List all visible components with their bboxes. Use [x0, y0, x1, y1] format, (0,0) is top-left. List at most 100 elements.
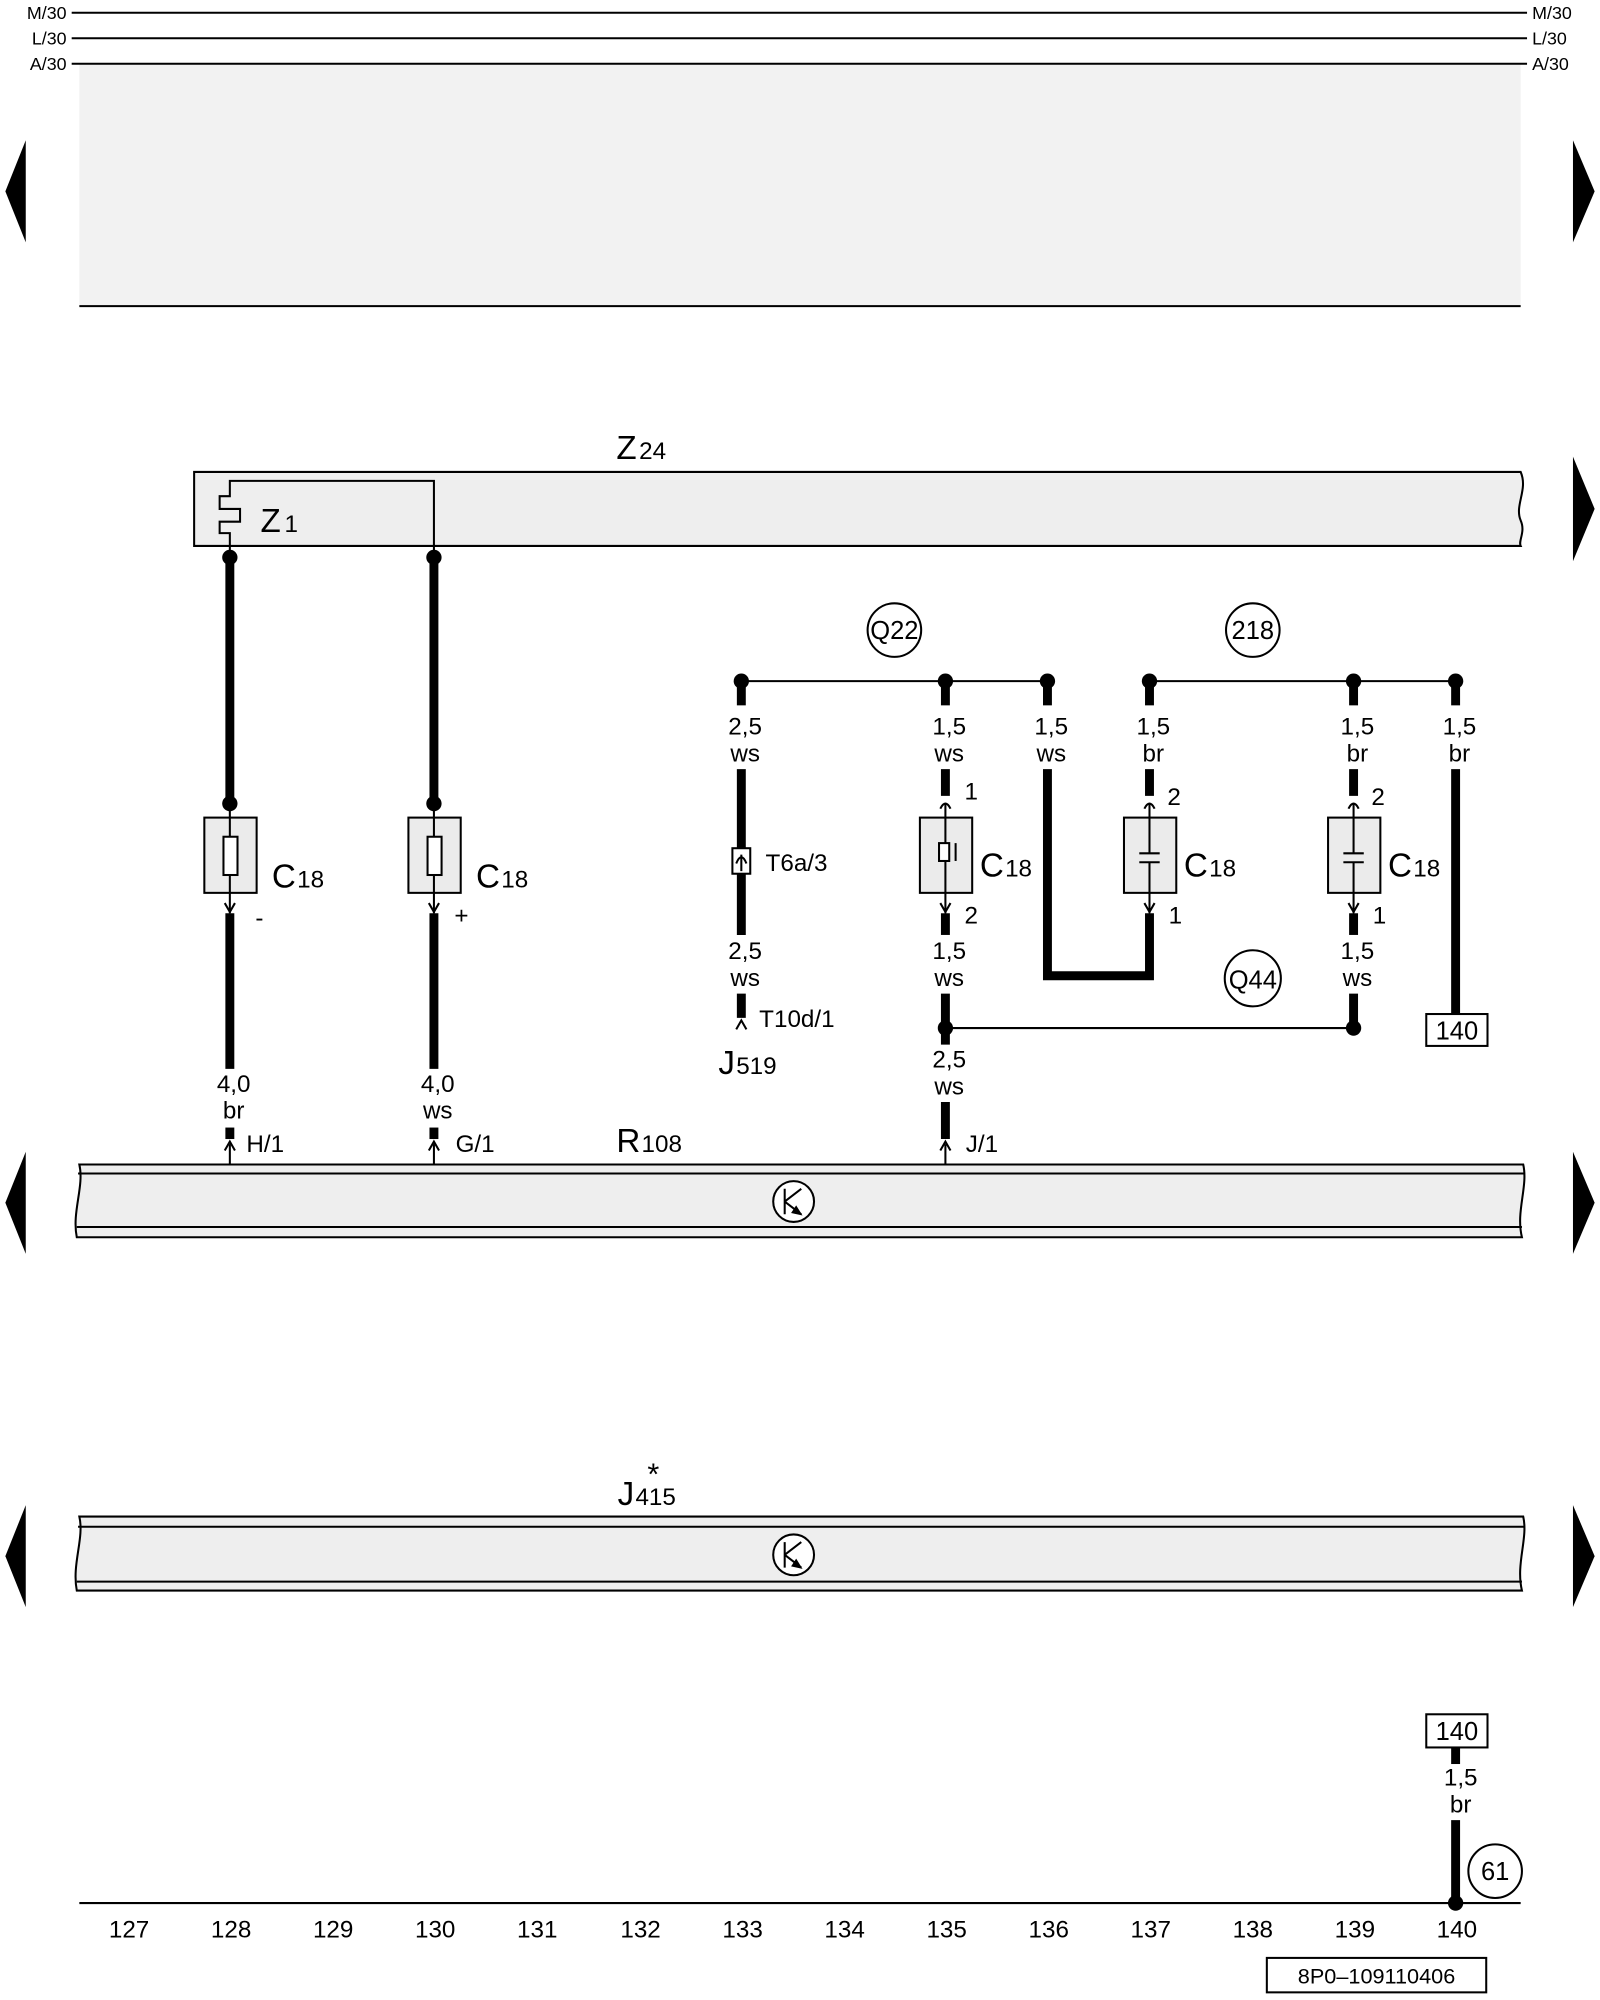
z1-fuse-symbol — [218, 479, 435, 546]
c18-letter: C — [1184, 847, 1208, 884]
pin-terminal-icon — [1347, 902, 1360, 915]
splice-q44-circle — [1223, 949, 1282, 1008]
pin-terminal-icon — [939, 1139, 952, 1152]
splice-q22-circle — [866, 602, 923, 658]
column-number: 137 — [1131, 1917, 1171, 1944]
ground-rail: 127 128 129 130 131 132 133 134 135 136 … — [79, 1902, 1521, 1944]
pin-top-number: 2 — [1167, 784, 1180, 811]
r108-pin-j1: J/1 — [966, 1131, 998, 1158]
component-j415: J415 * — [5, 1458, 1595, 1608]
document-id-box — [1265, 1956, 1488, 1994]
circuit-col128: - C18 4,0 br H/1 — [203, 545, 324, 1165]
bus-shaded-area — [79, 63, 1521, 307]
j415-number: 415 — [635, 1484, 675, 1511]
circuit-col135: 1,5 ws 1 2 C18 1,5 ws 2,5 ws J/1 — [918, 673, 1032, 1165]
wire-thick-loop — [1042, 769, 1154, 981]
bus-label-right-l30: L/30 — [1532, 29, 1567, 49]
pin-terminal-icon — [735, 1018, 748, 1030]
wire-size: 1,5 — [1034, 714, 1068, 741]
wire-size: 1,5 — [1444, 1765, 1478, 1792]
pin-terminal-icon — [223, 1139, 236, 1152]
pin-socket-icon — [1143, 802, 1156, 818]
splice-q44-label: Q44 — [1229, 967, 1277, 995]
pin-socket-icon — [1347, 802, 1360, 818]
r108-right-arrow-icon — [1572, 1151, 1595, 1254]
column-number: 136 — [1029, 1917, 1069, 1944]
column-number: 130 — [415, 1917, 455, 1944]
cross-ref-box — [1425, 1013, 1489, 1047]
pin-terminal-icon — [223, 902, 236, 915]
j415-letter: J — [618, 1476, 635, 1513]
c18-label: C18 — [980, 847, 1032, 884]
document-id-text: 8P0–109110406 — [1298, 1963, 1455, 1988]
c18-label: C18 — [1184, 847, 1236, 884]
c18-number: 18 — [1209, 855, 1236, 882]
r108-arrowhead-icon — [791, 1205, 803, 1216]
column-number: 140 — [1437, 1917, 1477, 1944]
wire-color: br — [223, 1098, 245, 1125]
c18-letter: C — [476, 859, 500, 896]
z1-letter: Z — [260, 503, 280, 540]
z24-letter: Z — [616, 430, 636, 467]
c18-letter: C — [980, 847, 1004, 884]
capacitor-icon — [1343, 817, 1364, 914]
circuit-col140-lower: 140 1,5 br 61 — [1425, 1713, 1523, 1911]
column-number: 139 — [1335, 1917, 1375, 1944]
wire-color: ws — [422, 1098, 453, 1125]
junction-dot — [1345, 1020, 1362, 1036]
column-number: 135 — [926, 1917, 966, 1944]
c18-number: 18 — [1413, 855, 1440, 882]
column-number: 131 — [517, 1917, 557, 1944]
splice-218-circle — [1225, 602, 1281, 658]
j519-label: J519 — [718, 1045, 776, 1082]
j519-letter: J — [718, 1045, 735, 1082]
pin-terminal-icon — [427, 1139, 440, 1152]
wire-color: ws — [933, 1073, 964, 1100]
splice-218: 218 — [1149, 602, 1456, 683]
circuit-col133: 2,5 ws T6a/3 2,5 ws T10d/1 J519 — [718, 673, 835, 1082]
wire-size: 2,5 — [728, 938, 762, 965]
pin-top-number: 2 — [1371, 784, 1384, 811]
j415-note-mark: * — [647, 1458, 659, 1492]
c18-letter: C — [272, 859, 296, 896]
wire-color: br — [1449, 740, 1471, 767]
wire-size: 1,5 — [1443, 714, 1477, 741]
z24-outline — [193, 470, 1525, 547]
r108-label: R108 — [616, 1123, 682, 1160]
pin-bottom-number: 2 — [965, 902, 978, 929]
capacitor-icon — [1139, 817, 1160, 914]
c18-label: C18 — [476, 859, 528, 896]
c18-pole-minus: - — [255, 905, 263, 932]
splice-q22-label: Q22 — [870, 617, 918, 645]
bus-label-left-a30: A/30 — [30, 54, 67, 74]
j519-number: 519 — [736, 1053, 776, 1080]
bus-label-left-l30: L/30 — [32, 29, 67, 49]
t6a3-connector-pin-icon — [735, 854, 748, 872]
bus-label-right-m30: M/30 — [1532, 3, 1572, 23]
t6a3-label: T6a/3 — [766, 850, 828, 877]
r108-number: 108 — [642, 1131, 682, 1158]
column-number: 128 — [211, 1917, 251, 1944]
r108-pin-h1: H/1 — [246, 1131, 284, 1158]
wire-color: br — [1347, 740, 1369, 767]
document-id: 8P0–109110406 — [1265, 1956, 1488, 1994]
splice-218-label: 218 — [1232, 617, 1275, 645]
c18-number: 18 — [501, 867, 528, 894]
c18-pole-plus: + — [454, 902, 468, 929]
column-number: 133 — [722, 1917, 762, 1944]
wire-size: 1,5 — [932, 938, 966, 965]
wire-size: 2,5 — [728, 714, 762, 741]
circuit-col137: 1,5 br 2 1 C18 — [1122, 673, 1236, 929]
c18-number: 18 — [1005, 855, 1032, 882]
resistor-icon — [426, 835, 443, 877]
pin-bottom-number: 1 — [1373, 902, 1386, 929]
resistor-icon — [222, 835, 239, 877]
bus-left-arrow-icon — [5, 140, 26, 243]
ground-61-label: 61 — [1481, 1858, 1509, 1886]
j415-arrowhead-icon — [791, 1558, 803, 1569]
wire-color: ws — [1342, 965, 1373, 992]
wire-size: 1,5 — [1341, 714, 1375, 741]
